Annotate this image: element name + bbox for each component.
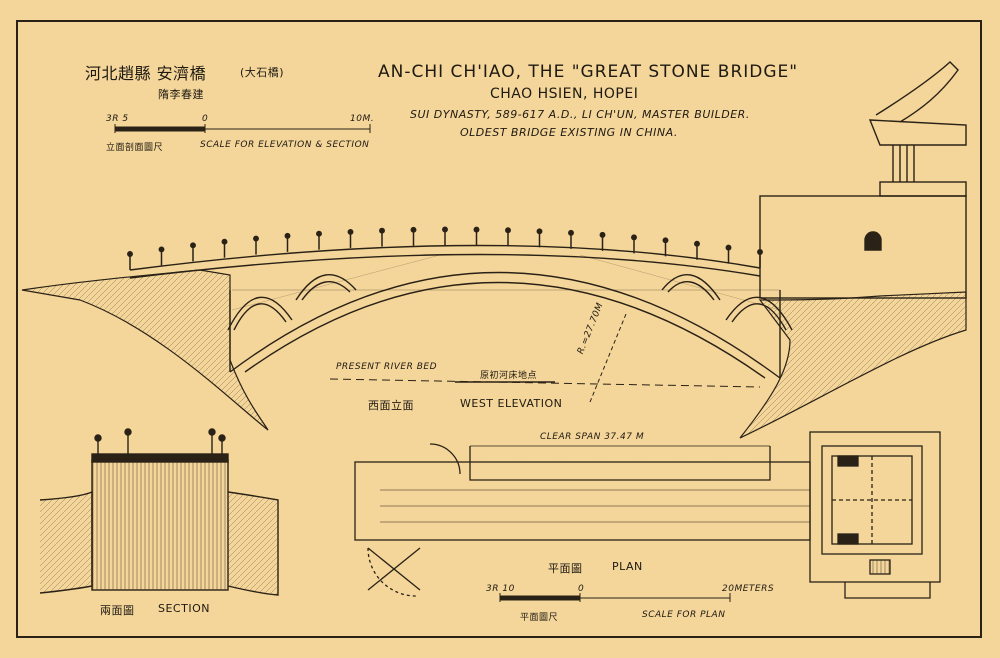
balustrade-post-cap xyxy=(190,242,196,249)
elevation-scale-bar xyxy=(114,124,371,133)
elevation-scale-label-cn: 立面剖面圖尺 xyxy=(106,143,164,153)
plan-scale-left: 3R 10 xyxy=(486,584,515,594)
balustrade-post-cap xyxy=(631,234,637,241)
balustrade-post-cap xyxy=(662,237,669,244)
balustrade-post-cap xyxy=(568,229,574,236)
balustrade-post-cap xyxy=(316,230,322,237)
original-river-bed-label: 原初河床地点 xyxy=(480,371,538,381)
title-line-3: SUI DYNASTY, 589-617 A.D., LI CH'UN, MAS… xyxy=(410,108,750,121)
present-river-bed-label: PRESENT RIVER BED xyxy=(336,362,438,372)
balustrade-post-cap xyxy=(505,227,511,234)
plan-scale-bar xyxy=(499,593,731,602)
balustrade-post-cap xyxy=(410,226,417,233)
balustrade-post-cap xyxy=(379,227,385,234)
balustrade-post-cap xyxy=(725,244,732,251)
title-line-1: AN-CHI CH'IAO, THE "GREAT STONE BRIDGE" xyxy=(378,62,799,82)
balustrade-post-cap xyxy=(127,251,133,257)
chinese-heading: 河北趙縣 安濟橋 xyxy=(85,64,207,83)
balustrade-post-cap xyxy=(284,232,291,239)
elevation-scale-label-en: SCALE FOR ELEVATION & SECTION xyxy=(200,140,370,150)
balustrade-posts xyxy=(127,226,763,270)
balustrade-post-cap xyxy=(536,228,543,235)
balustrade-post-cap xyxy=(253,235,259,242)
section-view xyxy=(39,428,279,596)
plan-scale-right: 20METERS xyxy=(722,584,775,594)
plan-scale-label-cn: 平面圖尺 xyxy=(520,613,559,623)
balustrade-post-cap xyxy=(694,240,700,247)
section-caption-cn: 兩面圖 xyxy=(100,604,135,617)
title-line-4: OLDEST BRIDGE EXISTING IN CHINA. xyxy=(460,126,678,139)
section-caption-en: SECTION xyxy=(158,602,210,615)
balustrade-post-cap xyxy=(221,238,228,245)
elevation-scale-mid: 0 xyxy=(202,114,209,124)
balustrade-post-cap xyxy=(442,226,448,233)
plan-view xyxy=(354,431,941,599)
plan-scale-mid: 0 xyxy=(578,584,585,594)
elevation-scale-left: 3R 5 xyxy=(106,114,129,124)
balustrade-post-cap xyxy=(599,231,606,238)
clear-span-label: CLEAR SPAN 37.47 M xyxy=(540,432,645,442)
sheet-border xyxy=(16,20,982,638)
west-elevation-caption-en: WEST ELEVATION xyxy=(460,397,563,410)
chinese-byline: 隋李春建 xyxy=(158,88,204,101)
west-elevation-caption-cn: 西面立面 xyxy=(368,399,414,412)
river-bed-line xyxy=(329,313,761,403)
balustrade-post-cap xyxy=(347,228,354,235)
balustrade-post-cap xyxy=(158,246,165,253)
plan-scale-label-en: SCALE FOR PLAN xyxy=(642,610,726,620)
bridge-elevation xyxy=(129,244,793,379)
plan-caption-en: PLAN xyxy=(612,560,643,573)
balustrade-post-cap xyxy=(473,226,480,233)
gate-tower xyxy=(759,61,967,299)
riverbanks xyxy=(21,269,967,439)
elevation-scale-right: 10M. xyxy=(350,114,375,124)
chinese-heading-note: (大石橋) xyxy=(240,66,285,79)
title-line-2: CHAO HSIEN, HOPEI xyxy=(490,86,639,102)
plan-caption-cn: 平面圖 xyxy=(548,562,583,575)
